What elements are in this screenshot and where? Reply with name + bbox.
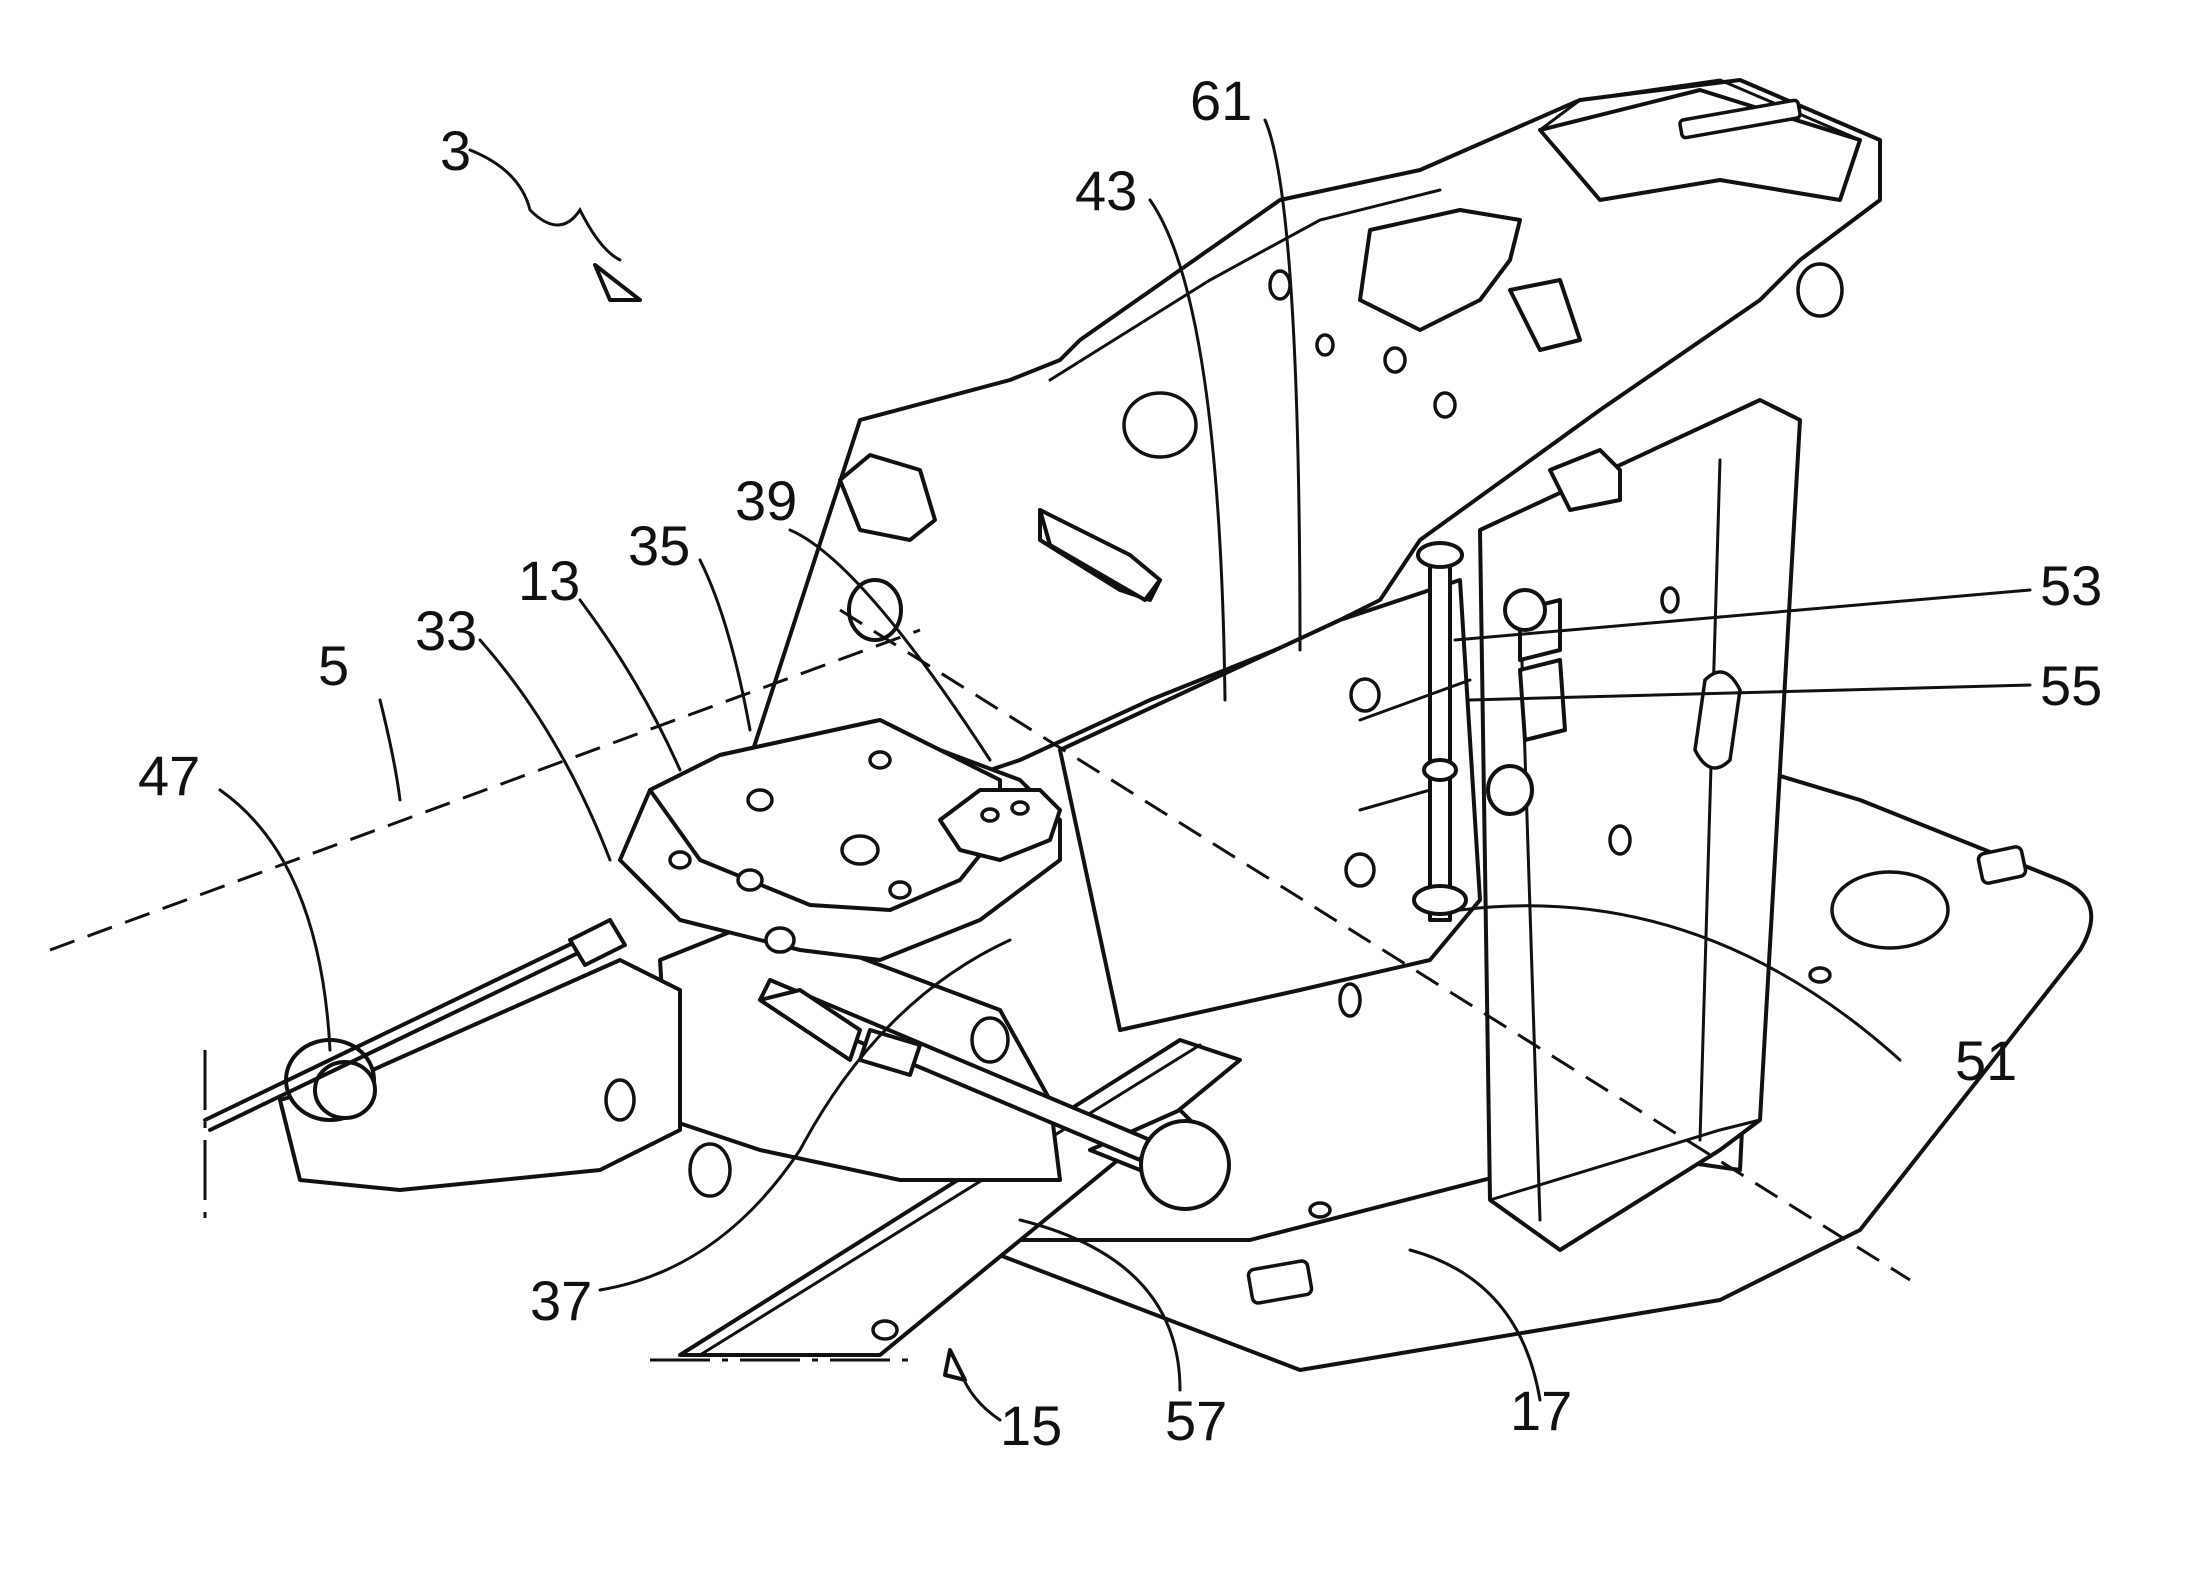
vertical-post <box>1480 400 1800 1250</box>
label-33: 33 <box>415 599 477 662</box>
label-43: 43 <box>1075 159 1137 222</box>
label-51: 51 <box>1955 1029 2017 1092</box>
leader-13 <box>580 600 680 770</box>
label-57: 57 <box>1165 1389 1227 1452</box>
arrow-15 <box>945 1350 965 1380</box>
leader-5 <box>380 700 400 800</box>
label-55: 55 <box>2040 654 2102 717</box>
leader-35 <box>700 560 750 730</box>
label-35: 35 <box>628 514 690 577</box>
arrow-3 <box>595 265 640 300</box>
label-15: 15 <box>1000 1394 1062 1457</box>
label-3: 3 <box>440 119 471 182</box>
label-39: 39 <box>735 469 797 532</box>
label-17: 17 <box>1510 1379 1572 1442</box>
label-5: 5 <box>318 634 349 697</box>
label-61: 61 <box>1190 69 1252 132</box>
leader-15 <box>960 1370 1000 1420</box>
leader-47 <box>220 790 330 1050</box>
leader-3 <box>470 150 620 260</box>
label-13: 13 <box>518 549 580 612</box>
label-47: 47 <box>138 744 200 807</box>
label-53: 53 <box>2040 554 2102 617</box>
label-37: 37 <box>530 1269 592 1332</box>
